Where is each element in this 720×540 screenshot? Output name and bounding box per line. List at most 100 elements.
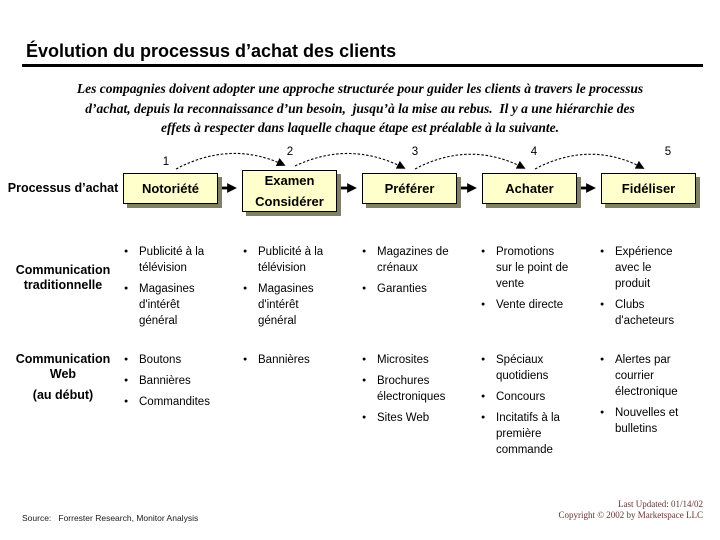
bullet-icon: ● xyxy=(362,356,367,363)
bullet-icon: ● xyxy=(362,248,367,255)
bullet-item: ● Boutons xyxy=(124,352,238,368)
stage-arc-2-3 xyxy=(294,152,406,169)
bullet-text: Magasines d'intérêt général xyxy=(139,283,195,327)
bullet-column: ●Spéciaux quotidiens ● Concours ● Incitati… xyxy=(481,352,595,463)
stage-box-label: Fidéliser xyxy=(621,181,676,196)
bullet-item: ● Nouvelles et bulletins xyxy=(600,405,714,437)
bullet-item: ● Concours xyxy=(481,389,595,405)
bullet-text: Publicité à la télévision xyxy=(258,246,324,274)
footer-legal: Last Updated: 01/14/02 Copyright © 2002 … xyxy=(558,499,703,520)
bullet-icon: ● xyxy=(243,248,248,255)
bullet-text: Commandites xyxy=(139,396,210,408)
bullet-text: Microsites xyxy=(377,354,429,366)
bullet-column: ● Magazines de crénaux ● Garanties xyxy=(362,244,476,302)
bullet-icon: ● xyxy=(481,248,486,255)
bullet-icon: ● xyxy=(600,356,605,363)
bullet-icon: ● xyxy=(481,301,486,308)
stage-number-2: 2 xyxy=(286,146,294,158)
stage-box-notoriete: Notoriété xyxy=(123,173,218,204)
stage-box-preferer: Préférer xyxy=(362,173,457,204)
bullet-column: ● Alertes par courrier électronique ● Nouv… xyxy=(600,352,714,442)
bullet-icon: ● xyxy=(124,356,129,363)
stage-arc-1-2 xyxy=(175,152,286,170)
bullet-text: Nouvelles et bulletins xyxy=(615,407,679,435)
stage-number-3: 3 xyxy=(411,146,419,158)
bullet-text: Vente directe xyxy=(496,299,564,311)
bullet-icon: ● xyxy=(124,248,129,255)
bullet-icon: ● xyxy=(243,356,248,363)
bullet-icon: ● xyxy=(124,398,129,405)
footer-copyright: Copyright © 2002 by Marketspace LLC xyxy=(558,509,703,520)
footer-last-updated: Last Updated: 01/14/02 xyxy=(618,499,703,509)
bullet-item: ● Garanties xyxy=(362,281,476,297)
bullet-item: ● Bannières xyxy=(124,373,238,389)
bullet-text: Boutons xyxy=(139,354,182,366)
bullet-item: ● Publicité à la télévision xyxy=(243,244,357,276)
bullet-icon: ● xyxy=(124,377,129,384)
bullet-icon: ● xyxy=(124,285,129,292)
bullet-icon: ● xyxy=(481,414,486,421)
bullet-text: Sites Web xyxy=(377,412,430,424)
bullet-item: ● Microsites xyxy=(362,352,476,368)
bullet-item: ● Magazines de crénaux xyxy=(362,244,476,276)
bullet-item: ● Magasines d'intérêt général xyxy=(124,281,238,329)
stage-box-label: Notoriété xyxy=(141,181,200,196)
bullet-text: Magasines d'intérêt général xyxy=(258,283,314,327)
bullet-text: Alertes par courrier électronique xyxy=(615,354,678,398)
bullet-item: ● Magasines d'intérêt général xyxy=(243,281,357,329)
stage-arc-4-5 xyxy=(534,153,645,170)
bullet-item: ● Bannières xyxy=(243,352,357,368)
stage-box-label: Examen xyxy=(264,173,315,188)
bullet-text: Promotions sur le point de vente xyxy=(496,246,569,290)
bullet-icon: ● xyxy=(362,285,367,292)
bullet-text: Clubs d'acheteurs xyxy=(615,299,675,327)
bullet-item: ● Promotions sur le point de vente xyxy=(481,244,595,292)
bullet-item: ● Expérience avec le produit xyxy=(600,244,714,292)
bullet-column: ● Microsites ● Brochures électroniques ● Si… xyxy=(362,352,476,431)
bullet-item: ● Sites Web xyxy=(362,410,476,426)
bullet-item: ●Spéciaux quotidiens xyxy=(481,352,595,384)
bullet-text: Bannières xyxy=(258,354,310,366)
bullet-icon: ● xyxy=(362,414,367,421)
stage-number-1: 1 xyxy=(162,156,170,168)
bullet-column: ● Promotions sur le point de vente ● Vente… xyxy=(481,244,595,318)
bullet-text: Expérience avec le produit xyxy=(615,246,673,290)
stage-box-label: Considérer xyxy=(255,194,324,209)
bullet-icon: ● xyxy=(243,285,248,292)
bullet-text: Garanties xyxy=(377,283,427,295)
bullet-icon: ● xyxy=(481,356,486,363)
stage-box-achater: Achater xyxy=(482,173,577,204)
bullet-item: ● Alertes par courrier électronique xyxy=(600,352,714,400)
bullet-item: ● Publicité à la télévision xyxy=(124,244,238,276)
row-label-processus-achat: Processus d’achat xyxy=(7,181,119,195)
stage-arc-3-4 xyxy=(414,153,526,170)
bullet-column: ● Publicité à la télévision ● Magasines d'… xyxy=(124,244,238,334)
bullet-text: Magazines de crénaux xyxy=(377,246,449,274)
bullet-item: ●Clubs d'acheteurs xyxy=(600,297,714,329)
bullet-text: Incitatifs à la première commande xyxy=(496,412,560,456)
bullet-item: ● Vente directe xyxy=(481,297,595,313)
row-label-au-debut: (au début) xyxy=(32,388,94,402)
bullet-column: ● Expérience avec le produit ●Clubs d'ach… xyxy=(600,244,714,334)
bullet-column: ● Bannières xyxy=(243,352,357,373)
bullet-text: Concours xyxy=(496,391,546,403)
bullet-text: Brochures électroniques xyxy=(377,375,446,403)
bullet-column: ● Publicité à la télévision ● Magasines d'… xyxy=(243,244,357,334)
bullet-icon: ● xyxy=(600,409,605,416)
bullet-item: ● Incitatifs à la première commande xyxy=(481,410,595,458)
stage-box-label: Préférer xyxy=(384,181,435,196)
bullet-icon: ● xyxy=(600,248,605,255)
bullet-icon: ● xyxy=(481,393,486,400)
bullet-text: Bannières xyxy=(139,375,191,387)
intro-paragraph: Les compagnies doivent adopter une appro… xyxy=(76,81,644,135)
title-underline xyxy=(22,64,703,67)
bullet-column: ● Boutons ● Bannières ● Commandites xyxy=(124,352,238,415)
row-label-communication-web: Communication Web xyxy=(15,352,111,381)
bullet-text: Publicité à la télévision xyxy=(139,246,205,274)
stage-box-examen-considerer: Examen Considérer xyxy=(242,170,337,212)
stage-box-fideliser: Fidéliser xyxy=(601,173,696,204)
stage-box-label: Achater xyxy=(505,181,554,196)
stage-number-5: 5 xyxy=(664,146,672,158)
footer-source: Source: Forrester Research, Monitor Anal… xyxy=(22,513,199,523)
